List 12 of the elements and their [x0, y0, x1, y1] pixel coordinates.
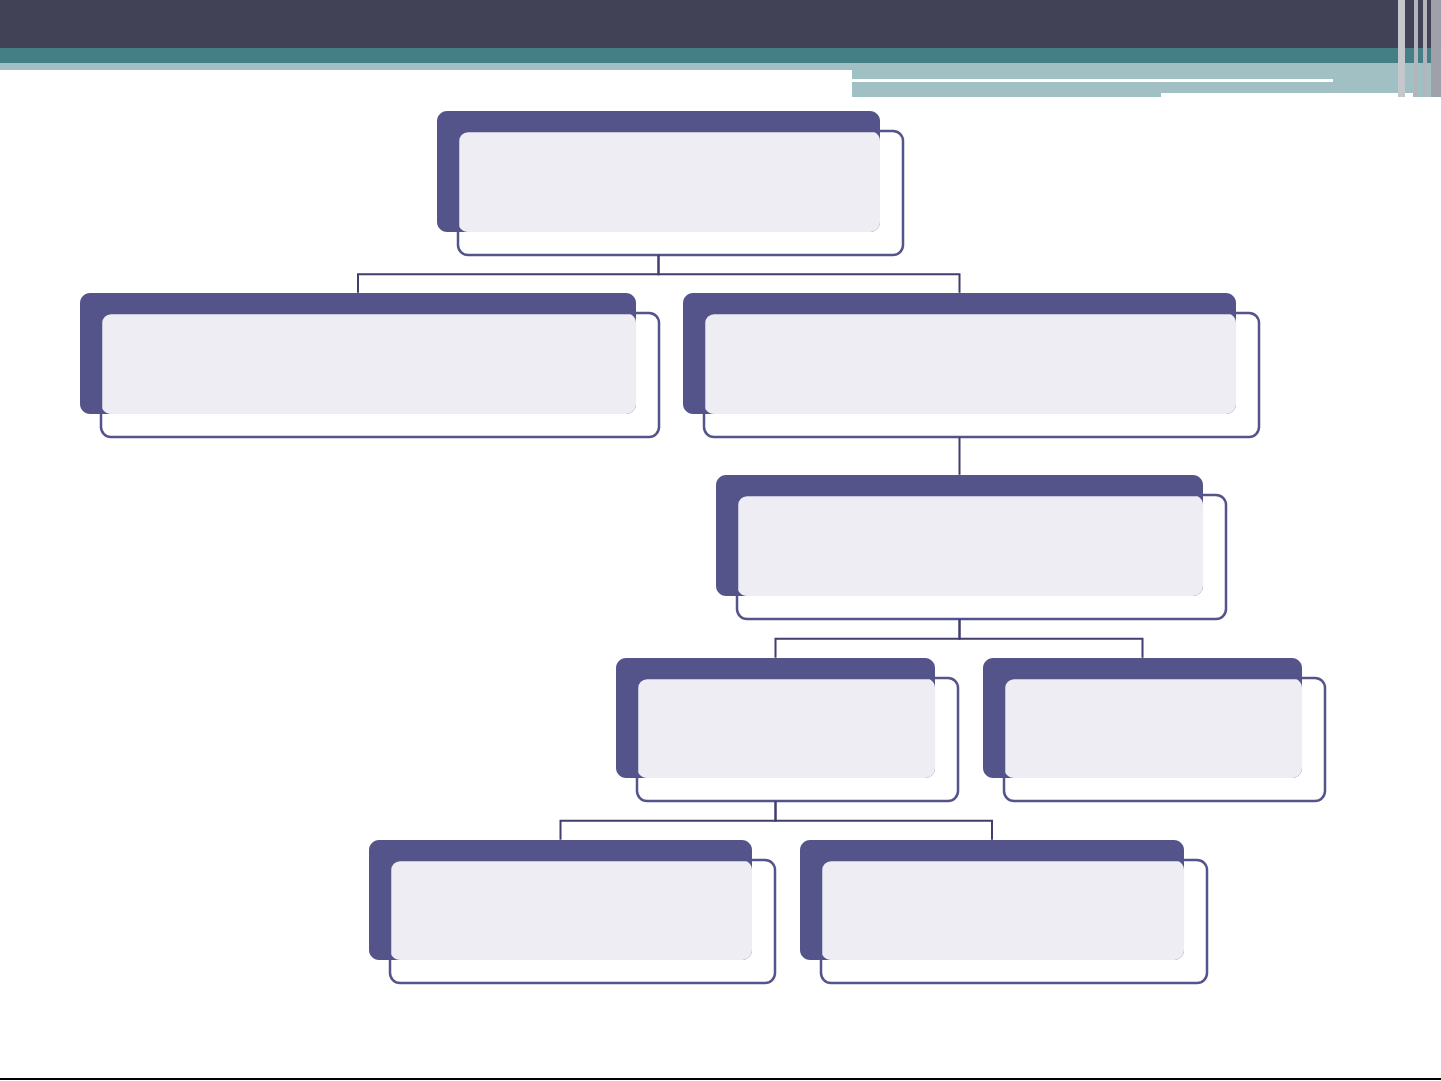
connector-line [657, 254, 961, 294]
process-box [800, 840, 1209, 985]
process-box [369, 840, 777, 985]
process-box [983, 658, 1327, 803]
connector-line [774, 800, 993, 841]
process-box [683, 293, 1261, 439]
process-box [437, 111, 905, 257]
process-box [616, 658, 960, 803]
connector-line [958, 618, 1144, 659]
process-box [80, 293, 661, 439]
process-box [716, 475, 1228, 621]
connector-line [958, 436, 961, 476]
